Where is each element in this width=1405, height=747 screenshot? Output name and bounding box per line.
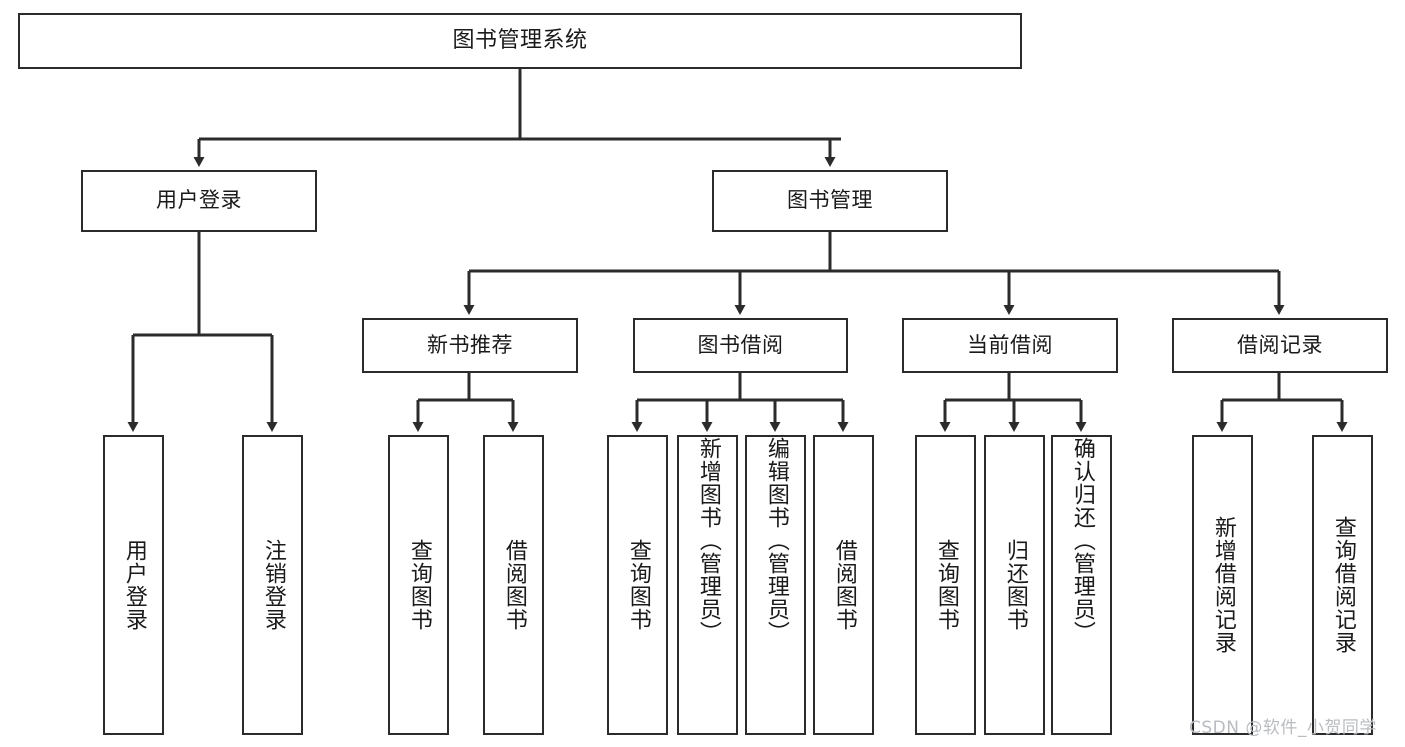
node-leaf-borrow-book-2[interactable]: 借阅图书 bbox=[813, 435, 874, 735]
node-leaf-edit-book-label: 编辑图书（管理员） bbox=[763, 437, 789, 644]
node-book-manage[interactable]: 图书管理 bbox=[712, 170, 948, 232]
node-leaf-borrow-book-1[interactable]: 借阅图书 bbox=[483, 435, 544, 735]
node-leaf-borrow-book-1-label: 借阅图书 bbox=[501, 539, 527, 631]
node-leaf-query-book-1[interactable]: 查询图书 bbox=[388, 435, 449, 735]
node-leaf-query-book-3[interactable]: 查询图书 bbox=[915, 435, 976, 735]
node-leaf-return-book-label: 归还图书 bbox=[1002, 539, 1028, 631]
node-leaf-edit-book[interactable]: 编辑图书（管理员） bbox=[745, 435, 806, 735]
node-leaf-add-record[interactable]: 新增借阅记录 bbox=[1192, 435, 1253, 735]
node-root[interactable]: 图书管理系统 bbox=[18, 13, 1022, 69]
node-leaf-logout-label: 注销登录 bbox=[260, 539, 286, 631]
node-new-book-rec[interactable]: 新书推荐 bbox=[362, 318, 578, 373]
node-book-borrow[interactable]: 图书借阅 bbox=[633, 318, 848, 373]
node-leaf-query-record-label: 查询借阅记录 bbox=[1330, 516, 1356, 654]
node-borrow-record[interactable]: 借阅记录 bbox=[1172, 318, 1388, 373]
node-current-borrow-label: 当前借阅 bbox=[967, 332, 1053, 357]
node-leaf-add-book-label: 新增图书（管理员） bbox=[695, 437, 721, 644]
node-book-borrow-label: 图书借阅 bbox=[697, 332, 784, 357]
node-user-login[interactable]: 用户登录 bbox=[81, 170, 317, 232]
node-leaf-confirm-return[interactable]: 确认归还（管理员） bbox=[1051, 435, 1112, 735]
node-leaf-query-book-2[interactable]: 查询图书 bbox=[607, 435, 668, 735]
node-leaf-add-record-label: 新增借阅记录 bbox=[1210, 516, 1236, 654]
node-leaf-confirm-return-label: 确认归还（管理员） bbox=[1069, 437, 1095, 644]
node-leaf-user-login[interactable]: 用户登录 bbox=[103, 435, 164, 735]
node-user-login-label: 用户登录 bbox=[156, 188, 242, 213]
node-leaf-return-book[interactable]: 归还图书 bbox=[984, 435, 1045, 735]
node-leaf-query-book-1-label: 查询图书 bbox=[406, 539, 432, 631]
node-new-book-rec-label: 新书推荐 bbox=[427, 332, 513, 357]
node-leaf-logout[interactable]: 注销登录 bbox=[242, 435, 303, 735]
node-leaf-borrow-book-2-label: 借阅图书 bbox=[831, 539, 857, 631]
node-leaf-add-book[interactable]: 新增图书（管理员） bbox=[677, 435, 738, 735]
node-book-manage-label: 图书管理 bbox=[787, 188, 873, 213]
node-current-borrow[interactable]: 当前借阅 bbox=[902, 318, 1118, 373]
node-leaf-query-book-2-label: 查询图书 bbox=[625, 539, 651, 631]
node-borrow-record-label: 借阅记录 bbox=[1237, 332, 1323, 357]
node-leaf-user-login-label: 用户登录 bbox=[121, 539, 147, 631]
node-leaf-query-record[interactable]: 查询借阅记录 bbox=[1312, 435, 1373, 735]
node-leaf-query-book-3-label: 查询图书 bbox=[933, 539, 959, 631]
node-root-label: 图书管理系统 bbox=[452, 27, 588, 53]
